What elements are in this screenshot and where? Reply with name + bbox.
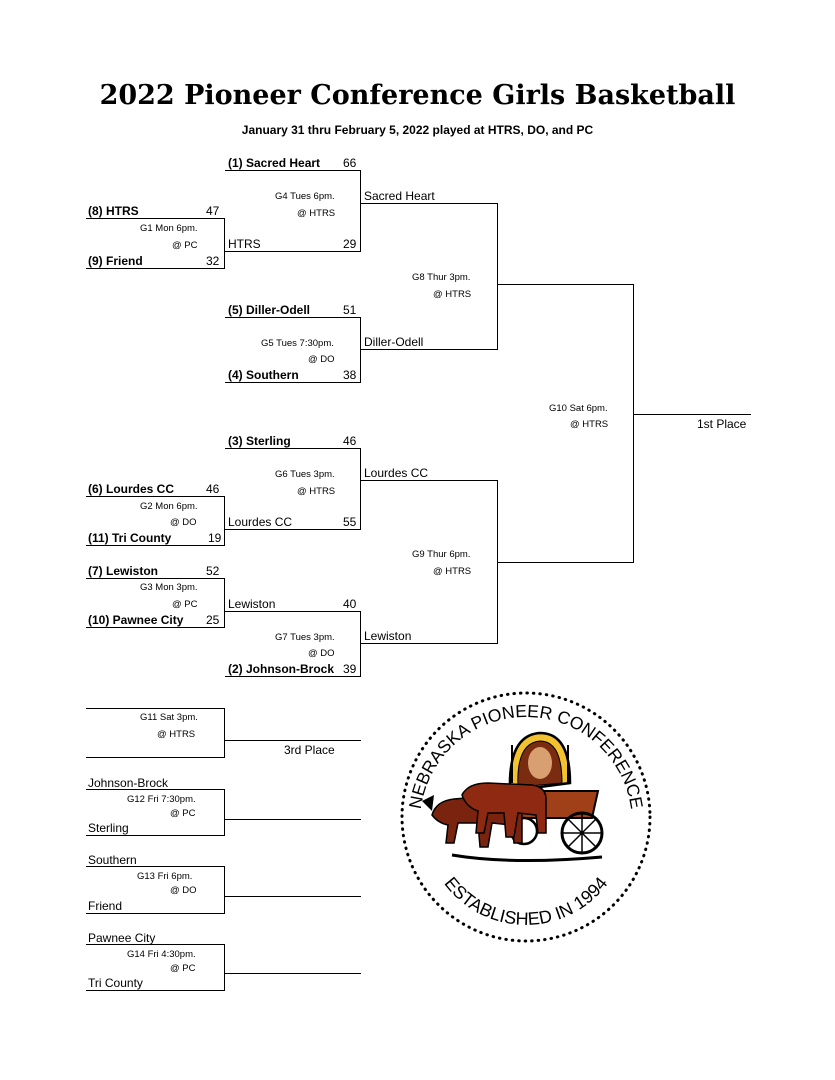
game-site: @ DO <box>308 354 335 365</box>
game-time: G4 Tues 6pm. <box>275 191 335 202</box>
page-title: 2022 Pioneer Conference Girls Basketball <box>99 80 736 111</box>
team-htrs: HTRS <box>228 237 261 251</box>
team-southern: Southern <box>88 853 137 867</box>
score: 46 <box>206 482 220 496</box>
game-time: G5 Tues 7:30pm. <box>261 338 334 349</box>
game-site: @ HTRS <box>297 486 336 497</box>
game-time: G13 Fri 6pm. <box>137 871 193 882</box>
score: 55 <box>343 515 357 529</box>
g9-time: G9 Thur 6pm. <box>412 549 471 560</box>
team-diller-odell-seed5: (5) Diller-Odell <box>228 303 311 317</box>
team-johnson-brock: Johnson-Brock <box>88 776 169 790</box>
game-site: @ DO <box>170 885 197 896</box>
score: 46 <box>343 434 357 448</box>
game-site: @ DO <box>308 648 335 659</box>
winner-g4: Sacred Heart <box>364 189 435 203</box>
team-sterling: Sterling <box>88 821 129 835</box>
game-site: @ DO <box>170 517 197 528</box>
game-time: G2 Mon 6pm. <box>140 501 198 512</box>
game-site: @ PC <box>170 963 196 974</box>
team-sacred-heart-seed1: (1) Sacred Heart <box>228 156 321 170</box>
svg-text:ESTABLISHED IN 1994: ESTABLISHED IN 1994 <box>441 873 612 929</box>
team-sterling-seed3: (3) Sterling <box>228 434 291 448</box>
game-time: G12 Fri 7:30pm. <box>127 794 196 805</box>
logo-graphic: NEBRASKA PIONEER CONFERENCE ESTABLISHED … <box>400 691 652 943</box>
logo-bottom-text: ESTABLISHED IN 1994 <box>441 873 612 929</box>
team-pawnee-seed10: (10) Pawnee City <box>88 613 184 627</box>
score: 29 <box>343 237 357 251</box>
team-lewiston-seed7: (7) Lewiston <box>88 564 159 578</box>
third-place-label: 3rd Place <box>284 743 335 757</box>
game-time: G3 Mon 3pm. <box>140 582 198 593</box>
game-time: G14 Fri 4:30pm. <box>127 949 196 960</box>
game-time: G1 Mon 6pm. <box>140 223 198 234</box>
score: 32 <box>206 254 220 268</box>
g8-site: @ HTRS <box>433 289 472 300</box>
team-lourdes-seed6: (6) Lourdes CC <box>88 482 175 496</box>
team-tri-county: Tri County <box>88 976 143 990</box>
game-site: @ PC <box>170 808 196 819</box>
first-place-label: 1st Place <box>697 417 747 431</box>
g9-site: @ HTRS <box>433 566 472 577</box>
game-site: @ HTRS <box>297 208 336 219</box>
team-friend: Friend <box>88 899 123 913</box>
score: 39 <box>343 662 357 676</box>
g11-time: G11 Sat 3pm. <box>140 712 198 723</box>
score: 40 <box>343 597 357 611</box>
g10-time: G10 Sat 6pm. <box>549 403 608 414</box>
team-lewiston: Lewiston <box>228 597 276 611</box>
score: 19 <box>208 531 222 545</box>
winner-g5: Diller-Odell <box>364 335 424 349</box>
score: 25 <box>206 613 220 627</box>
team-southern-seed4: (4) Southern <box>228 368 299 382</box>
winner-g7: Lewiston <box>364 629 412 643</box>
score: 51 <box>343 303 357 317</box>
team-friend-seed9: (9) Friend <box>88 254 143 268</box>
team-pawnee-city: Pawnee City <box>88 931 156 945</box>
g8-time: G8 Thur 3pm. <box>412 272 471 283</box>
score: 52 <box>206 564 220 578</box>
game-site: @ PC <box>172 240 198 251</box>
g11-site: @ HTRS <box>157 729 196 740</box>
game-site: @ PC <box>172 599 198 610</box>
team-lourdes-cc: Lourdes CC <box>228 515 293 529</box>
page-subtitle: January 31 thru February 5, 2022 played … <box>241 123 594 137</box>
g10-site: @ HTRS <box>570 419 609 430</box>
team-tricounty-seed11: (11) Tri County <box>88 531 172 545</box>
team-johnson-brock-seed2: (2) Johnson-Brock <box>228 662 335 676</box>
score: 66 <box>343 156 357 170</box>
score: 38 <box>343 368 357 382</box>
game-time: G7 Tues 3pm. <box>275 632 335 643</box>
conference-logo: NEBRASKA PIONEER CONFERENCE ESTABLISHED … <box>392 683 660 951</box>
winner-g6: Lourdes CC <box>364 466 429 480</box>
game-time: G6 Tues 3pm. <box>275 469 335 480</box>
team-htrs-seed8: (8) HTRS <box>88 204 139 218</box>
score: 47 <box>206 204 220 218</box>
